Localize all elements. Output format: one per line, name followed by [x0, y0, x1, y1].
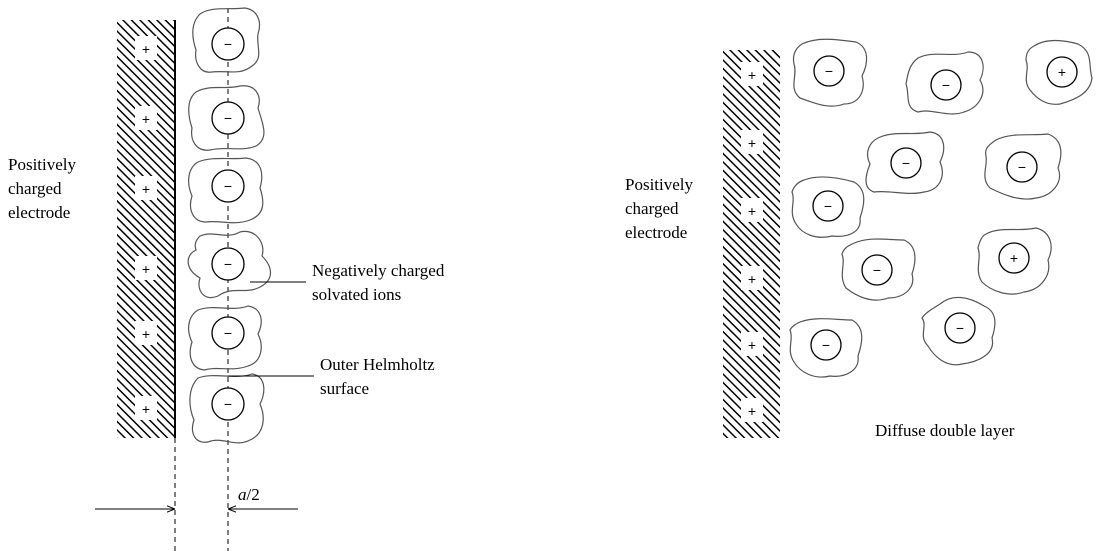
- positive-ion-sign: +: [1010, 250, 1018, 266]
- negative-ion-sign: −: [224, 36, 232, 52]
- electrode-plus-sign: +: [142, 111, 150, 127]
- solvated-ion: −: [193, 8, 260, 72]
- solvated-ion: −: [189, 86, 264, 150]
- positive-ion-sign: +: [1058, 64, 1066, 80]
- solvated-ion: −: [188, 231, 270, 297]
- negative-ion-sign: −: [224, 178, 232, 194]
- right-electrode-label-line-3: electrode: [625, 223, 687, 242]
- electrode-plus-sign: +: [142, 326, 150, 342]
- negative-ion-sign: −: [942, 77, 950, 93]
- solvated-ion: −: [792, 177, 864, 237]
- right-electrode-label-line-2: charged: [625, 199, 679, 218]
- left-electrode: + + + + + +: [117, 20, 175, 438]
- ions-callout: Negatively charged solvated ions: [250, 261, 445, 304]
- solvated-ion: +: [1026, 41, 1092, 105]
- diffuse-layer-label: Diffuse double layer: [875, 421, 1015, 440]
- electrode-plus-sign: +: [748, 403, 756, 419]
- negative-ion-sign: −: [224, 256, 232, 272]
- negative-ion-sign: −: [873, 262, 881, 278]
- solvated-ion: −: [866, 132, 944, 193]
- left-electrode-label-line-3: electrode: [8, 203, 70, 222]
- electrode-plus-sign: +: [748, 337, 756, 353]
- negative-ion-sign: −: [224, 325, 232, 341]
- solvated-ion: −: [189, 306, 262, 370]
- left-panel-helmholtz: Positively charged electrode + + + + + +: [8, 8, 445, 551]
- surface-callout: Outer Helmholtz surface: [228, 355, 435, 398]
- right-solvated-ions: − − + − −: [790, 39, 1092, 377]
- solvated-ion: −: [189, 158, 263, 223]
- left-electrode-label-line-2: charged: [8, 179, 62, 198]
- negative-ion-sign: −: [824, 198, 832, 214]
- electrode-plus-sign: +: [748, 67, 756, 83]
- ions-label-line-1: Negatively charged: [312, 261, 445, 280]
- left-electrode-label: Positively charged electrode: [8, 155, 77, 222]
- left-solvated-ions: − − − − −: [188, 8, 270, 443]
- right-electrode: + + + + + +: [723, 50, 780, 438]
- negative-ion-sign: −: [902, 155, 910, 171]
- negative-ion-sign: −: [825, 63, 833, 79]
- right-panel-diffuse: Positively charged electrode + + + + + +: [625, 39, 1092, 440]
- negative-ion-sign: −: [1018, 159, 1026, 175]
- ions-label-line-2: solvated ions: [312, 285, 401, 304]
- solvated-ion: −: [190, 374, 264, 443]
- solvated-ion: +: [978, 228, 1051, 294]
- negative-ion-sign: −: [822, 337, 830, 353]
- solvated-ion: −: [985, 134, 1061, 199]
- solvated-ion: −: [793, 39, 866, 106]
- electrode-plus-sign: +: [142, 41, 150, 57]
- left-electrode-hatch: [117, 20, 175, 438]
- electrode-plus-sign: +: [748, 203, 756, 219]
- solvated-ion: −: [922, 297, 995, 364]
- left-electrode-label-line-1: Positively: [8, 155, 77, 174]
- electrode-plus-sign: +: [142, 181, 150, 197]
- electrode-plus-sign: +: [142, 261, 150, 277]
- solvated-ion: −: [842, 239, 915, 300]
- right-electrode-hatch: [723, 50, 780, 438]
- solvated-ion: −: [790, 319, 862, 377]
- electrode-plus-sign: +: [142, 401, 150, 417]
- negative-ion-sign: −: [224, 110, 232, 126]
- right-electrode-label: Positively charged electrode: [625, 175, 694, 242]
- right-electrode-label-line-1: Positively: [625, 175, 694, 194]
- distance-indicator: a/2: [95, 485, 298, 509]
- negative-ion-sign: −: [956, 320, 964, 336]
- surface-label-line-1: Outer Helmholtz: [320, 355, 435, 374]
- negative-ion-sign: −: [224, 396, 232, 412]
- surface-label-line-2: surface: [320, 379, 369, 398]
- distance-label: a/2: [238, 485, 260, 504]
- electrode-plus-sign: +: [748, 135, 756, 151]
- electrode-plus-sign: +: [748, 271, 756, 287]
- solvated-ion: −: [906, 52, 983, 114]
